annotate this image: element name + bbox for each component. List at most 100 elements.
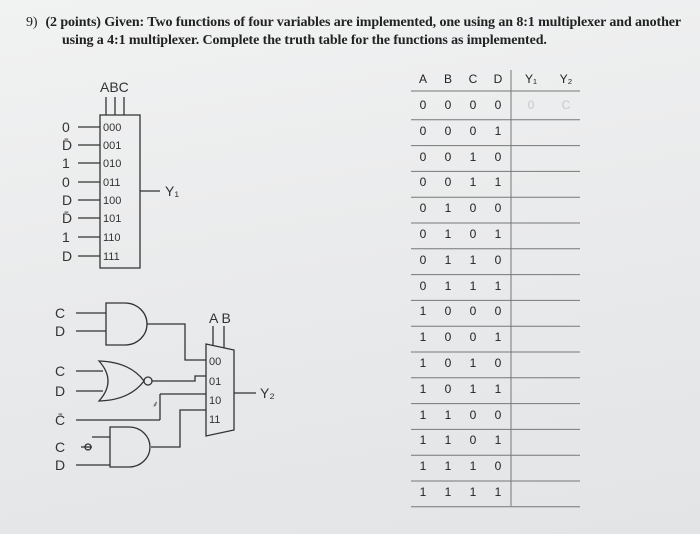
truth-table-cell: 1: [419, 407, 427, 422]
truth-table-cell: 0: [494, 149, 502, 164]
truth-table-cell: 1: [419, 304, 427, 319]
gate-input-d1: D: [55, 323, 65, 339]
truth-table-cell: 0: [444, 123, 452, 138]
mux8-input-0: 0: [62, 119, 70, 135]
svg-text:010: 010: [103, 158, 121, 170]
truth-table-cell: 1: [469, 485, 477, 499]
truth-table-cell: 1: [444, 485, 452, 499]
truth-table-cell: 0: [494, 98, 502, 112]
truth-table-header: A B C D Y₁ Y₂: [411, 72, 581, 98]
question-text: 9) (2 points) Given: Two functions of fou…: [26, 14, 686, 50]
header-y2: Y₂: [559, 72, 573, 86]
question-number: 9): [26, 15, 38, 30]
truth-table-cell: 1: [419, 356, 427, 370]
truth-table-cell: 0: [419, 201, 427, 216]
gate-input-c1: C: [55, 305, 65, 321]
mux8-output-label: Y₁: [165, 183, 179, 199]
gate-input-labels: C D C D C̄ C D: [55, 305, 65, 473]
gate-input-d3: D: [55, 457, 65, 473]
truth-table-row: 1 0 0 1: [411, 330, 581, 356]
mux8-input-1: D̄: [62, 137, 72, 153]
svg-text:111: 111: [103, 251, 120, 263]
truth-table-cell: 1: [494, 433, 502, 448]
truth-table-cell: 1: [444, 201, 452, 216]
truth-table-cell: 1: [469, 175, 477, 190]
truth-table-cell: 1: [469, 149, 477, 164]
truth-table-cell: 1: [469, 356, 477, 370]
truth-table-cell: 0: [469, 330, 477, 345]
y2-entry: C: [561, 98, 571, 112]
header-b: B: [443, 72, 452, 86]
truth-table-cell: 0: [444, 381, 452, 396]
truth-table-cell: 1: [419, 459, 427, 474]
truth-table-cell: 1: [444, 252, 452, 267]
header-a: A: [418, 72, 427, 86]
question-line-2: using a 4:1 multiplexer. Complete the tr…: [62, 33, 547, 48]
truth-table-cell: 1: [444, 407, 452, 422]
truth-table-row: 1 1 0 1: [411, 433, 581, 459]
truth-table-cell: 0: [494, 407, 502, 422]
mux8-select-label: ABC: [100, 79, 129, 95]
truth-table-cell: 0: [469, 98, 477, 112]
svg-text:01: 01: [209, 376, 221, 388]
truth-table-cell: 0: [419, 123, 427, 138]
stray-mark: ⸙: [152, 399, 159, 409]
truth-table-cell: 0: [469, 227, 477, 241]
question-line-1: (2 points) Given: Two functions of four …: [45, 15, 681, 30]
truth-table-cell: 1: [444, 227, 452, 241]
svg-text:10: 10: [209, 395, 221, 407]
truth-table-cell: 1: [419, 485, 427, 499]
truth-table-cell: 0: [469, 433, 477, 448]
mux8-input-values: 0 D̄ 1 0 D D̄ 1 D: [62, 119, 72, 264]
truth-table-cell: 0: [494, 252, 502, 267]
truth-table-cell: 0: [444, 175, 452, 190]
truth-table-cell: 1: [494, 123, 502, 138]
svg-text:001: 001: [103, 140, 121, 152]
truth-table-cell: 1: [469, 278, 477, 293]
truth-table-lines: [411, 70, 580, 508]
truth-table-cell: 0: [444, 98, 452, 112]
truth-table-cell: 1: [419, 330, 427, 345]
truth-table-cell: 1: [494, 175, 502, 190]
gate-input-cbar: C̄: [55, 412, 65, 428]
mux8-input-4: D: [62, 192, 72, 208]
mux4-select-label: A B: [209, 310, 231, 326]
truth-table-cell: 1: [494, 330, 502, 345]
truth-table-cell: 0: [419, 252, 427, 267]
truth-table-cell: 0: [494, 459, 502, 474]
truth-table-cell: 0: [419, 149, 427, 164]
truth-table-cell: 1: [444, 433, 452, 448]
mux4-select-codes: 00 01 10 11: [209, 356, 221, 426]
and-gate-1: [105, 302, 148, 346]
truth-table-cell: 0: [444, 330, 452, 345]
truth-table-cell: 0: [419, 175, 427, 190]
truth-table-cell: 0: [419, 227, 427, 241]
gate-input-c2: C: [55, 363, 65, 379]
truth-table-cell: 0: [469, 201, 477, 216]
mux4-body: [205, 343, 235, 437]
y1-entry: 0: [527, 98, 535, 112]
mux-8to1: [78, 97, 160, 269]
svg-text:000: 000: [103, 122, 121, 134]
svg-text:101: 101: [103, 213, 121, 225]
truth-table-cell: 0: [444, 356, 452, 370]
truth-table-cell: 1: [419, 433, 427, 448]
mux8-select-codes: 000 001 010 011 100 101 110 111: [103, 122, 121, 263]
truth-table-cell: 0: [419, 278, 427, 293]
mux-4to1: [205, 326, 256, 437]
svg-text:11: 11: [209, 414, 220, 426]
truth-table-row: 0 0 1 1: [411, 175, 581, 201]
mux8-input-2: 1: [62, 155, 70, 171]
mux8-input-7: D: [62, 248, 72, 264]
truth-table-cell: 1: [444, 278, 452, 293]
